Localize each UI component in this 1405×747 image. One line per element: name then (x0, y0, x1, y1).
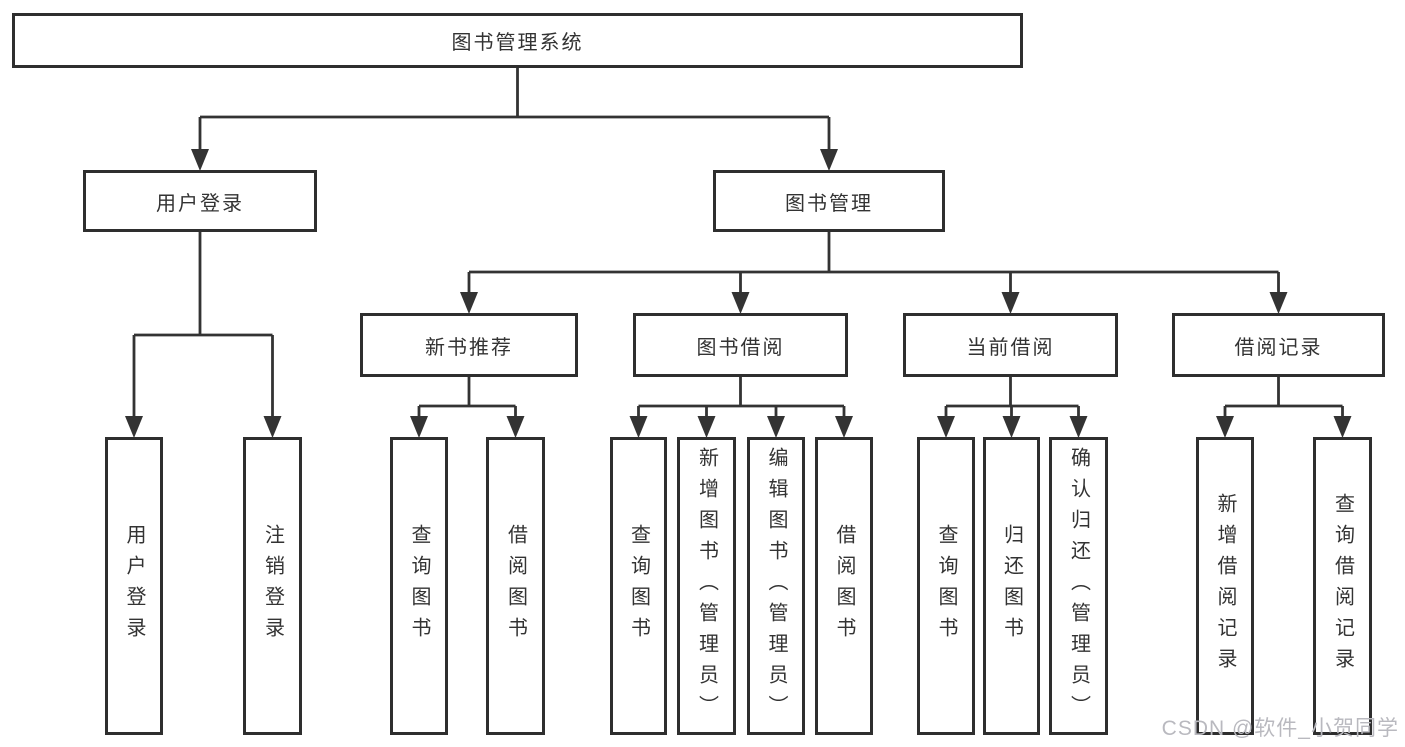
node-cb-query-books: 查询图书 (917, 437, 975, 735)
node-label: 当前借阅 (966, 336, 1055, 359)
node-book-borrowing: 图书借阅 (633, 313, 848, 377)
node-label: 编辑图书（管理员） (765, 446, 787, 726)
node-bb-edit-books-admin: 编辑图书（管理员） (747, 437, 805, 735)
arrowhead (506, 416, 525, 438)
node-bb-add-books-admin: 新增图书（管理员） (677, 437, 736, 735)
node-label: 图书借阅 (696, 336, 785, 359)
node-label: 查询图书 (627, 524, 650, 648)
node-label: 确认归还（管理员） (1067, 446, 1090, 726)
node-borrowing-records: 借阅记录 (1172, 313, 1385, 377)
node-new-book-recommend: 新书推荐 (360, 313, 578, 377)
node-book-management: 图书管理 (713, 170, 945, 232)
node-nbr-query-books: 查询图书 (390, 437, 448, 735)
arrowhead (820, 149, 838, 171)
node-nbr-borrow-books: 借阅图书 (486, 437, 545, 735)
node-cb-return-books: 归还图书 (983, 437, 1040, 735)
node-label: 借阅图书 (504, 524, 527, 648)
node-br-query-record: 查询借阅记录 (1313, 437, 1372, 735)
arrowhead (835, 416, 853, 438)
node-current-borrowing: 当前借阅 (903, 313, 1118, 377)
node-label: 新增借阅记录 (1214, 493, 1236, 679)
node-label: 查询借阅记录 (1331, 493, 1354, 679)
arrowhead (697, 416, 716, 438)
node-br-add-record: 新增借阅记录 (1196, 437, 1254, 735)
arrowhead (125, 416, 143, 438)
node-label: 借阅图书 (833, 524, 855, 648)
node-label: 用户登录 (123, 524, 145, 648)
node-bb-borrow-books: 借阅图书 (815, 437, 873, 735)
node-system: 图书管理系统 (12, 13, 1023, 68)
arrowhead (410, 416, 428, 438)
csdn-watermark: CSDN @软件_小贺同学 (1161, 717, 1399, 740)
node-label: 查询图书 (408, 524, 430, 648)
node-cb-confirm-return-admin: 确认归还（管理员） (1049, 437, 1108, 735)
arrowhead (191, 149, 209, 171)
node-label: 借阅记录 (1234, 336, 1323, 359)
node-label: 新增图书（管理员） (695, 446, 718, 726)
node-user-login: 用户登录 (83, 170, 317, 232)
arrowhead (263, 416, 282, 438)
node-bb-query-books: 查询图书 (610, 437, 667, 735)
node-label: 注销登录 (261, 524, 284, 648)
arrowhead (1269, 292, 1288, 314)
node-label: 图书管理系统 (451, 32, 584, 54)
arrowhead (1001, 292, 1020, 314)
arrowhead (937, 416, 955, 438)
node-logout: 注销登录 (243, 437, 302, 735)
node-label: 用户登录 (156, 192, 244, 215)
arrowhead (1002, 416, 1021, 438)
arrowhead (1216, 416, 1234, 438)
node-label: 图书管理 (785, 192, 873, 215)
node-label: 归还图书 (1000, 524, 1023, 648)
arrowhead (767, 416, 785, 438)
arrowhead (731, 292, 750, 314)
arrowhead (1069, 416, 1088, 438)
arrowhead (460, 292, 478, 314)
node-label: 查询图书 (935, 524, 957, 648)
arrowhead (1333, 416, 1352, 438)
node-login: 用户登录 (105, 437, 163, 735)
node-label: 新书推荐 (425, 336, 513, 359)
arrowhead (629, 416, 648, 438)
